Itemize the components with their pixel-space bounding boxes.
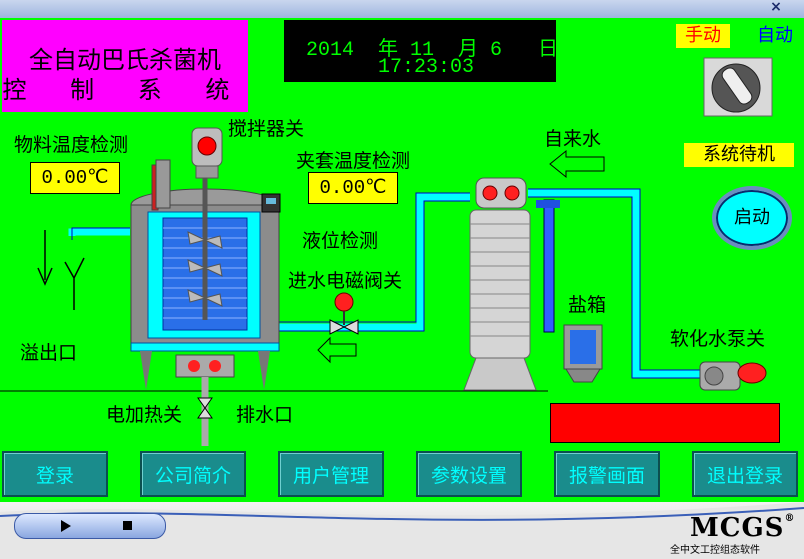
mcgs-logo: MCGS®	[690, 513, 795, 543]
jacket-temp-readout: 0.00℃	[308, 172, 398, 204]
alarm-indicator	[550, 403, 780, 443]
auto-mode-button[interactable]: 自动	[757, 25, 793, 46]
datetime-display: 2014 年 11 月 6 日 17:23:03	[284, 20, 559, 82]
standby-status: 系统待机	[684, 143, 794, 167]
salt-box-label: 盐箱	[568, 294, 607, 316]
alarm-screen-button[interactable]: 报警画面	[554, 451, 660, 497]
player-controls	[14, 513, 166, 539]
tap-water-label: 自来水	[544, 128, 602, 150]
stirrer-status-label: 搅拌器关	[228, 118, 305, 140]
softener-pump-label: 软化水泵关	[670, 328, 766, 350]
level-label: 液位检测	[302, 230, 379, 252]
login-button[interactable]: 登录	[2, 451, 108, 497]
play-icon[interactable]	[61, 520, 71, 532]
user-management-button[interactable]: 用户管理	[278, 451, 384, 497]
softener-column	[463, 177, 537, 391]
process-diagram	[0, 57, 773, 446]
overflow-arrow-icon	[37, 230, 53, 286]
mcgs-tagline: 全中文工控组态软件	[670, 545, 760, 556]
window-titlebar: ×	[0, 0, 804, 18]
drain-label: 排水口	[236, 404, 294, 426]
logo-text: MCGS	[690, 513, 785, 543]
mode-switch-icon	[703, 57, 773, 117]
softener-pump	[699, 361, 767, 391]
logout-button[interactable]: 退出登录	[692, 451, 798, 497]
brine-pipe	[543, 199, 555, 333]
material-temp-label: 物料温度检测	[14, 134, 129, 156]
heater-label: 电加热关	[106, 404, 183, 426]
flow-arrow-left-icon	[317, 336, 357, 364]
title-line1: 全自动巴氏杀菌机	[29, 46, 221, 74]
inlet-solenoid-valve	[329, 292, 359, 335]
close-icon[interactable]: ×	[770, 0, 782, 15]
registered-mark: ®	[784, 513, 796, 524]
title-line2: 控 制 系 统	[2, 76, 248, 104]
overflow-outlet-icon	[64, 257, 85, 310]
material-temp-readout: 0.00℃	[30, 162, 120, 194]
inlet-valve-label: 进水电磁阀关	[288, 270, 403, 292]
manual-mode-button[interactable]: 手动	[676, 24, 730, 48]
jacket-temp-label: 夹套温度检测	[296, 150, 411, 172]
salt-box	[563, 324, 603, 383]
tapwater-arrow-icon	[549, 149, 605, 179]
company-profile-button[interactable]: 公司简介	[140, 451, 246, 497]
drain-valve	[197, 377, 213, 446]
date-text: 2014 年 11 月 6 日	[306, 39, 559, 62]
time-text: 17:23:03	[378, 56, 475, 79]
pasteurizer-tank	[130, 159, 281, 390]
overflow-label: 溢出口	[20, 342, 78, 364]
start-button[interactable]: 启动	[712, 186, 792, 250]
stop-icon[interactable]	[123, 521, 132, 530]
scada-screen: ×	[0, 0, 804, 502]
parameter-settings-button[interactable]: 参数设置	[416, 451, 522, 497]
stirrer-motor	[191, 127, 223, 179]
system-title: 全自动巴氏杀菌机 控 制 系 统	[2, 20, 248, 112]
